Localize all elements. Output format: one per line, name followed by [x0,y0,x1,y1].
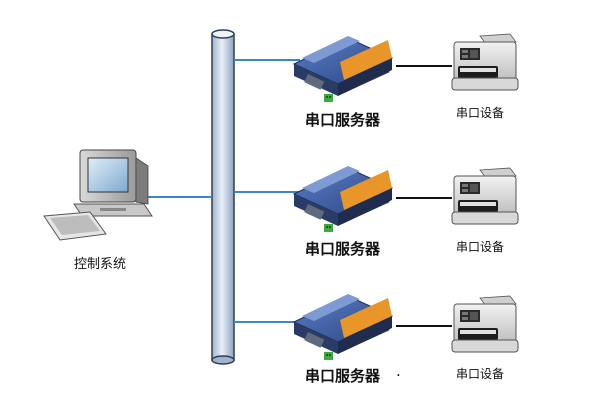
bus-top-cap [211,29,235,39]
bus-bottom-cap [211,355,235,365]
serial-server-label-1: 串口服务器 [305,111,381,129]
serial-device-label-1: 串口设备 [456,106,505,120]
printer-icon [451,33,519,91]
serial-server-label-3: 串口服务器 [305,367,381,385]
bus-body [211,33,235,361]
control-system-label: 控制系统 [74,257,127,272]
serial-server-icon [293,293,393,361]
trailing-dot: . [396,362,401,380]
desktop-computer-icon [43,149,153,241]
network-bus [211,29,235,365]
printer-icon [451,295,519,353]
serial-server-icon [293,35,393,103]
serial-device-label-2: 串口设备 [456,240,505,254]
printer-icon [451,167,519,225]
serial-server-label-2: 串口服务器 [305,240,381,258]
serial-device-label-3: 串口设备 [456,367,505,381]
serial-server-icon [293,165,393,233]
